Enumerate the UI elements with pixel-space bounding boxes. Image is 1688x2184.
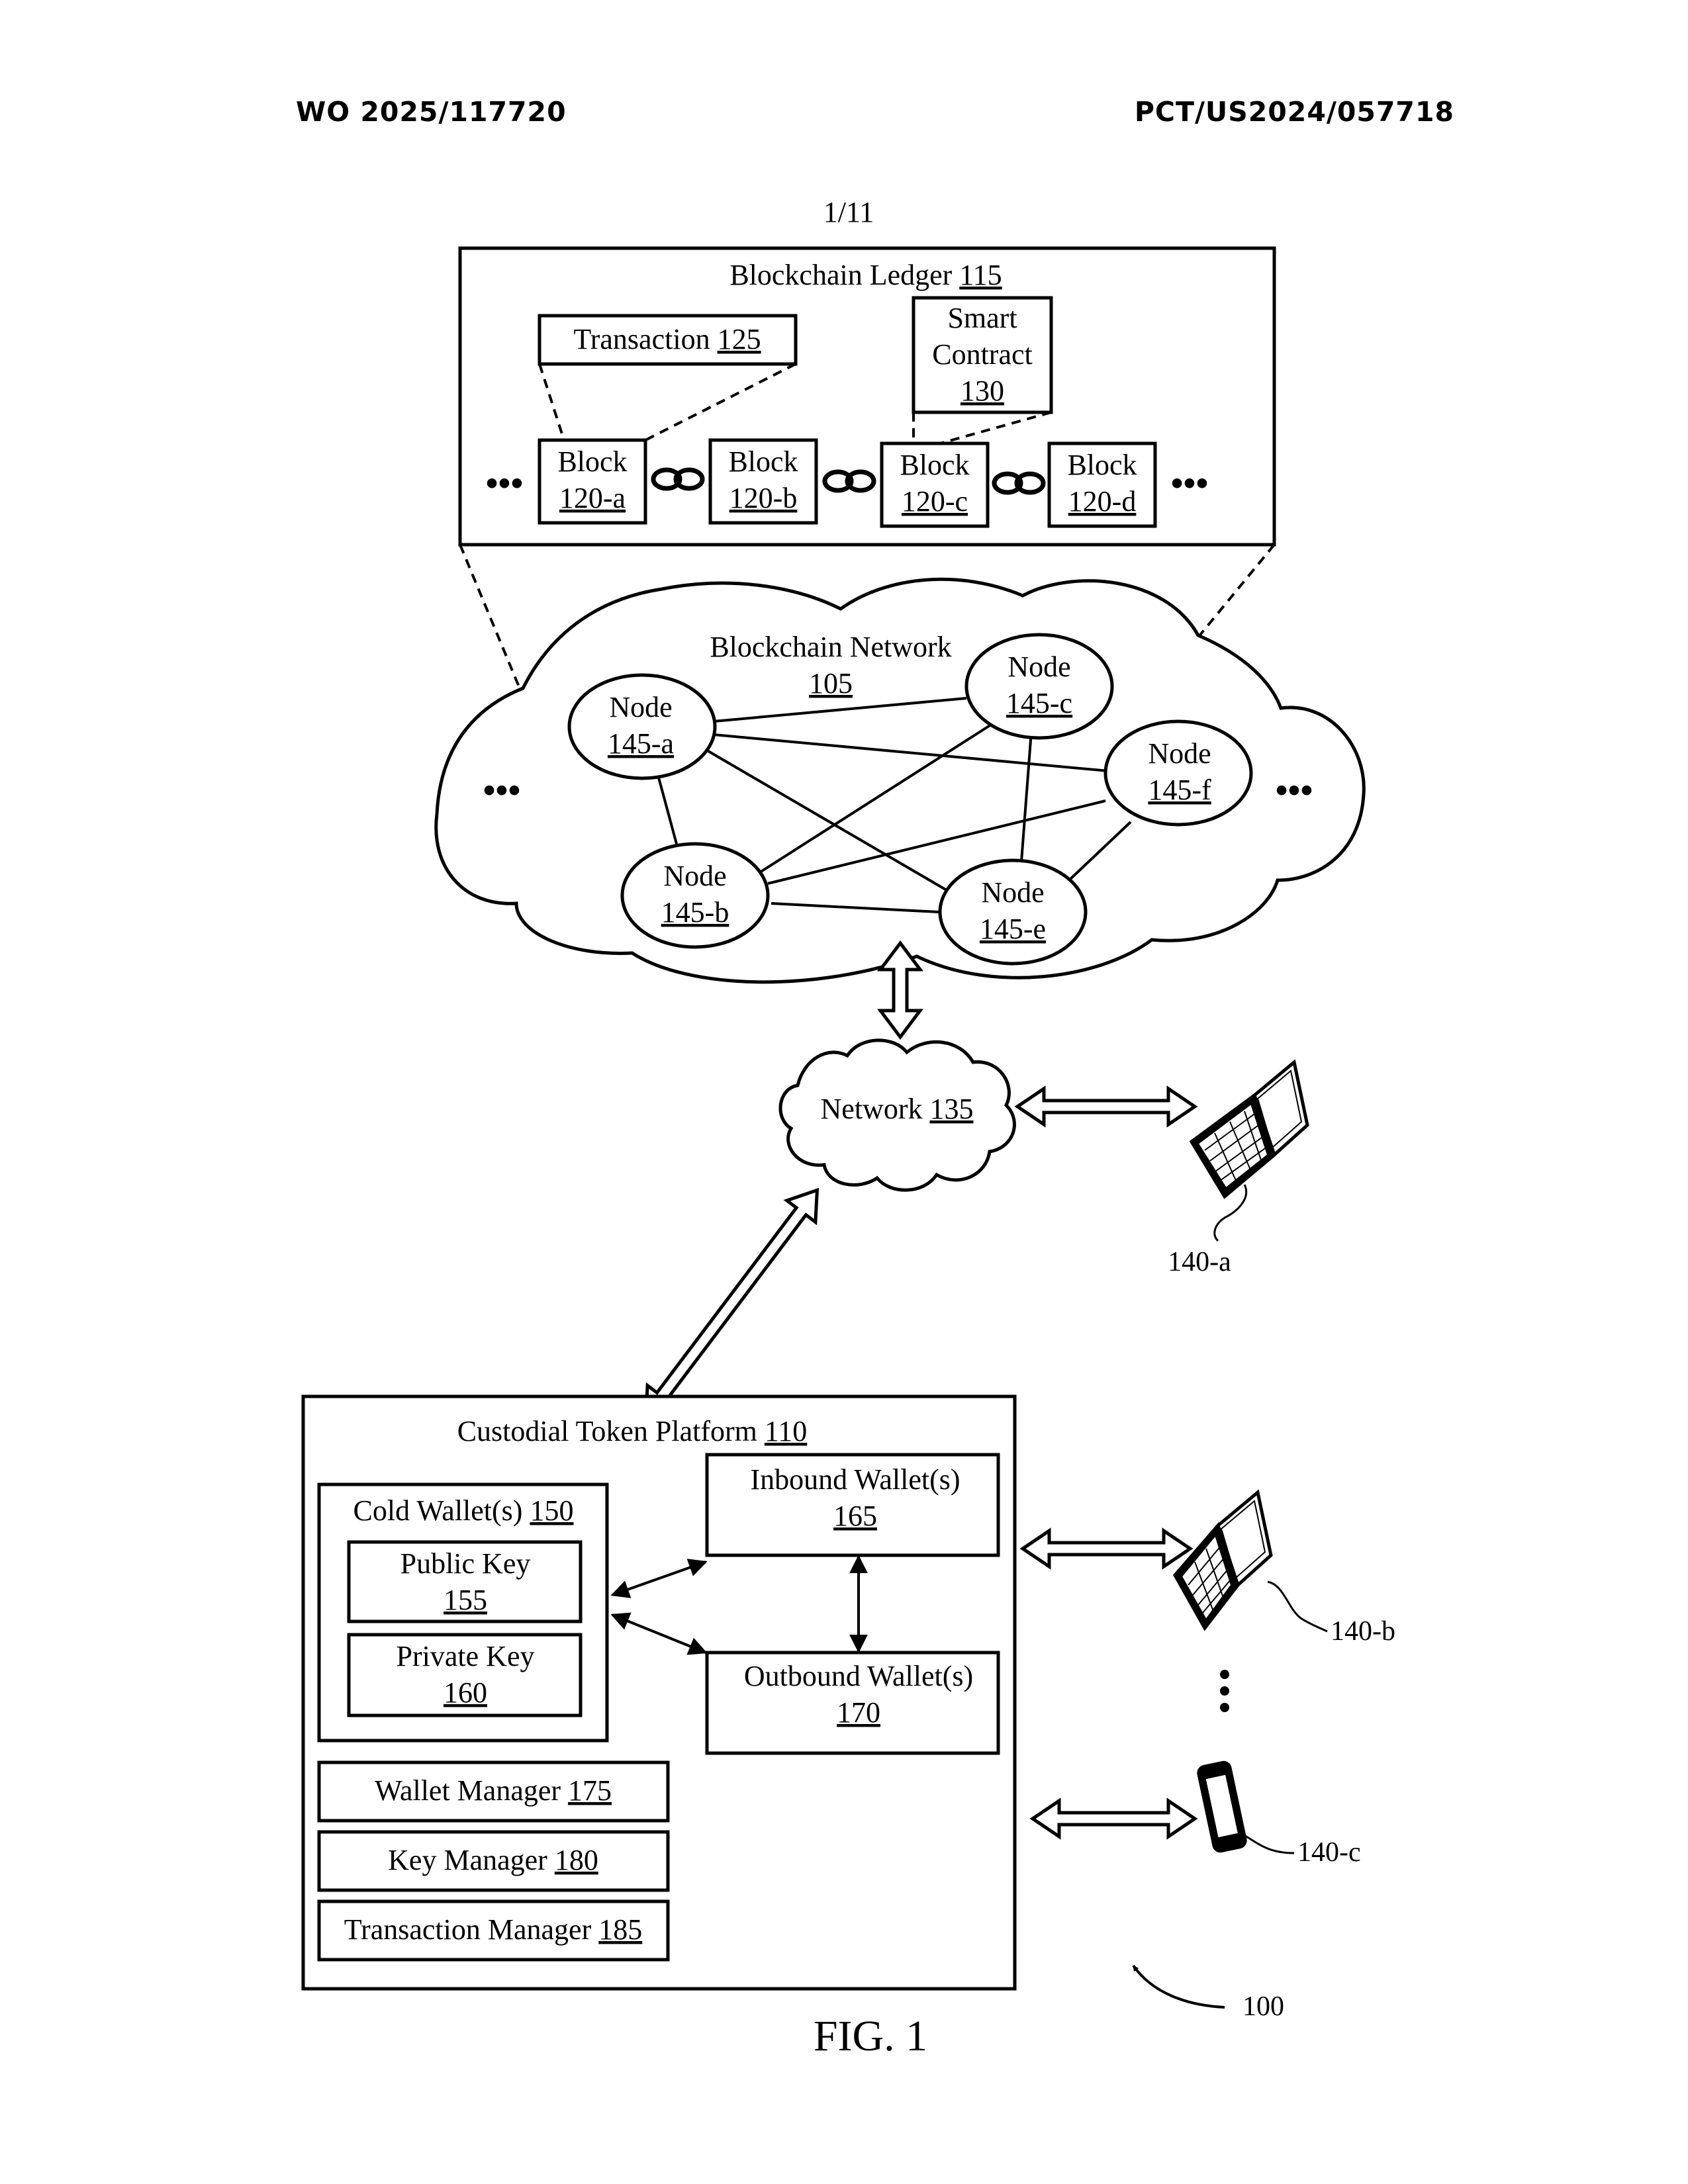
network-label: Network 135 xyxy=(821,1093,974,1125)
double-arrow-icon xyxy=(1017,1089,1195,1124)
public-key-ref: 155 xyxy=(444,1584,487,1616)
key-manager-label: Key Manager 180 xyxy=(388,1844,598,1876)
ellipsis-icon: ••• xyxy=(1171,463,1209,503)
system-ref: 100 xyxy=(1243,1991,1284,2022)
node-label: Node xyxy=(663,860,726,892)
ellipsis-icon: ••• xyxy=(483,770,521,810)
ellipsis-icon: ••• xyxy=(1276,770,1313,810)
smart-contract-ref: 130 xyxy=(961,375,1004,407)
block-ref: 120-b xyxy=(729,482,798,514)
device-ref: 140-b xyxy=(1331,1616,1395,1647)
double-arrow-icon xyxy=(632,1179,831,1428)
block-label: Block xyxy=(557,445,627,478)
node-ref: 145-b xyxy=(661,896,729,929)
cold-wallet-label: Cold Wallet(s) 150 xyxy=(353,1494,574,1527)
ledger-title: Blockchain Ledger 115 xyxy=(729,259,1002,291)
block-ref: 120-d xyxy=(1068,485,1137,518)
private-key-ref: 160 xyxy=(444,1676,487,1709)
custodial-platform-title: Custodial Token Platform 110 xyxy=(457,1415,808,1447)
smart-contract-line1: Smart xyxy=(947,302,1017,334)
node-ref: 145-c xyxy=(1006,687,1072,719)
block-label: Block xyxy=(900,449,969,481)
node-ref: 145-f xyxy=(1148,774,1211,806)
outbound-wallet-ref: 170 xyxy=(837,1696,880,1729)
sheet-number: 1/11 xyxy=(823,196,874,228)
node-ref: 145-e xyxy=(980,913,1046,945)
node-label: Node xyxy=(1148,737,1211,770)
device-ref: 140-a xyxy=(1168,1247,1231,1277)
block-label: Block xyxy=(1067,449,1137,481)
blockchain-network-ref: 105 xyxy=(809,667,853,700)
block-ref: 120-c xyxy=(902,485,968,518)
transaction-label: Transaction 125 xyxy=(573,323,761,355)
smart-contract-line2: Contract xyxy=(932,338,1033,371)
public-key-label: Public Key xyxy=(400,1547,531,1580)
block-label: Block xyxy=(728,445,798,478)
node-label: Node xyxy=(981,876,1044,909)
inbound-wallet-ref: 165 xyxy=(833,1500,877,1532)
vertical-ellipsis-icon xyxy=(1220,1670,1229,1712)
system-ref-arrow xyxy=(1133,1966,1225,2007)
node-label: Node xyxy=(609,691,672,723)
private-key-label: Private Key xyxy=(397,1640,535,1672)
laptop-icon xyxy=(1192,1062,1307,1241)
outbound-wallet-label: Outbound Wallet(s) xyxy=(744,1660,973,1692)
device-ref: 140-c xyxy=(1297,1837,1361,1868)
block-ref: 120-a xyxy=(559,482,626,514)
double-arrow-icon xyxy=(1023,1531,1190,1567)
node-label: Node xyxy=(1008,651,1070,683)
wallet-manager-label: Wallet Manager 175 xyxy=(375,1774,612,1807)
inbound-wallet-label: Inbound Wallet(s) xyxy=(750,1463,960,1496)
blockchain-network-title: Blockchain Network xyxy=(710,631,951,663)
laptop-icon xyxy=(1175,1492,1327,1631)
figure-label: FIG. 1 xyxy=(814,2012,927,2060)
node-ref: 145-a xyxy=(608,727,674,760)
transaction-manager-label: Transaction Manager 185 xyxy=(344,1913,643,1946)
phone-icon xyxy=(1197,1761,1294,1853)
ellipsis-icon: ••• xyxy=(486,463,524,503)
double-arrow-icon xyxy=(1033,1801,1195,1837)
